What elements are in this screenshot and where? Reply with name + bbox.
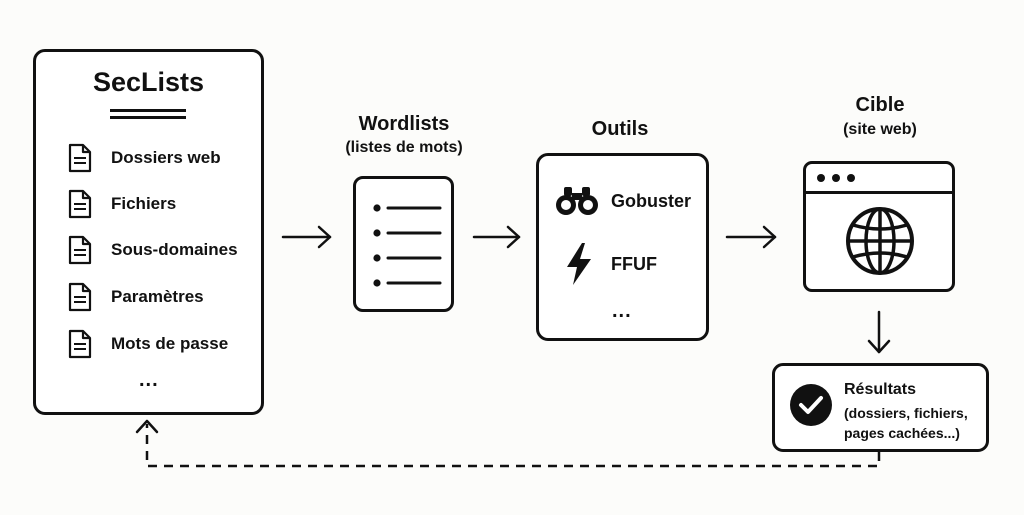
list-item-label: Paramètres bbox=[111, 287, 204, 306]
binoculars-icon bbox=[556, 187, 598, 215]
document-icon bbox=[68, 282, 92, 312]
list-item: Paramètres bbox=[68, 282, 204, 312]
arrow-cible-to-resultats bbox=[867, 310, 891, 354]
outils-title: Outils bbox=[591, 118, 649, 140]
list-item: Mots de passe bbox=[68, 329, 228, 359]
arrow-outils-to-cible bbox=[725, 225, 777, 249]
cible-browser-box bbox=[803, 161, 955, 292]
list-item: Sous-domaines bbox=[68, 235, 238, 265]
more-ellipsis: ... bbox=[612, 300, 632, 322]
list-item-label: Sous-domaines bbox=[111, 240, 238, 259]
list-item: Fichiers bbox=[68, 189, 176, 219]
arrow-seclists-to-wordlists bbox=[281, 225, 332, 249]
seclists-box: SecLists Dossiers web Fichiers Sous-doma… bbox=[33, 49, 264, 415]
globe-icon bbox=[846, 207, 914, 275]
check-circle-icon bbox=[790, 384, 832, 426]
tool-label-ffuf: FFUF bbox=[611, 254, 657, 274]
more-ellipsis: ... bbox=[139, 369, 159, 391]
wordlists-title: Wordlists bbox=[358, 113, 450, 135]
browser-dot bbox=[817, 174, 825, 182]
document-icon bbox=[68, 329, 92, 359]
outils-box: Gobuster FFUF ... bbox=[536, 153, 709, 341]
browser-toolbar bbox=[806, 164, 952, 194]
list-item: Dossiers web bbox=[68, 143, 221, 173]
resultats-detail-line: pages cachées...) bbox=[844, 425, 960, 441]
list-icon bbox=[373, 204, 442, 287]
cible-title: Cible bbox=[855, 94, 905, 116]
document-icon bbox=[68, 189, 92, 219]
resultats-title: Résultats bbox=[844, 381, 917, 398]
wordlists-subtitle: (listes de mots) bbox=[345, 139, 463, 156]
document-icon bbox=[68, 143, 92, 173]
document-icon bbox=[68, 235, 92, 265]
list-item-label: Mots de passe bbox=[111, 334, 229, 353]
title-underline bbox=[110, 116, 186, 119]
browser-dot bbox=[832, 174, 840, 182]
seclists-title: SecLists bbox=[92, 67, 205, 97]
tool-label-gobuster: Gobuster bbox=[611, 191, 692, 211]
title-underline bbox=[110, 109, 186, 112]
feedback-dashed-arrow bbox=[135, 419, 881, 468]
resultats-box: Résultats (dossiers, fichiers, pages cac… bbox=[772, 363, 989, 452]
cible-subtitle: (site web) bbox=[843, 121, 917, 138]
arrow-wordlists-to-outils bbox=[472, 225, 521, 249]
browser-dot bbox=[847, 174, 855, 182]
lightning-icon bbox=[567, 243, 591, 285]
list-item-label: Dossiers web bbox=[111, 148, 221, 167]
list-item-label: Fichiers bbox=[111, 194, 177, 213]
wordlists-box bbox=[353, 176, 454, 312]
resultats-detail-line: (dossiers, fichiers, bbox=[844, 405, 968, 421]
